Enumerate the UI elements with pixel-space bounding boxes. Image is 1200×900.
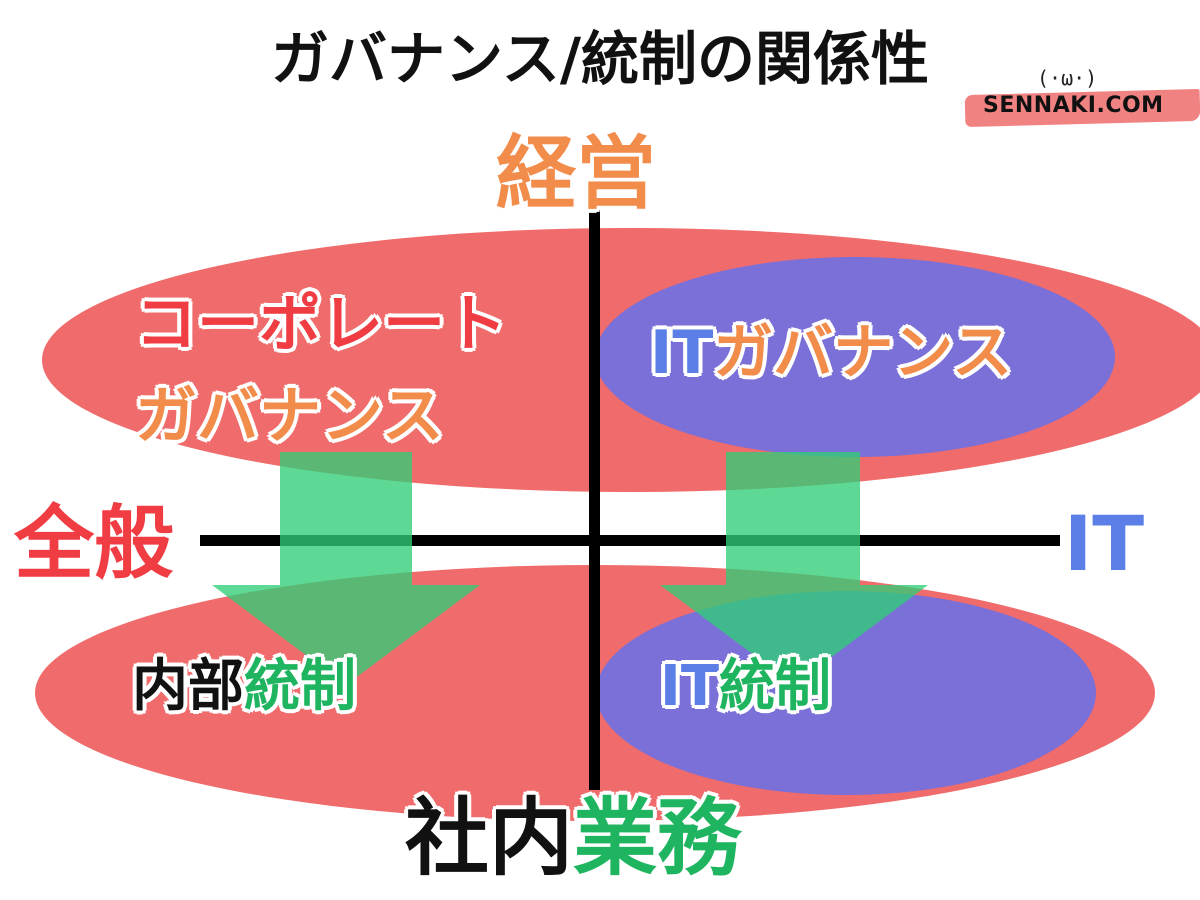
axis-label-bottom-part1: 社内 [405,789,574,887]
it-control-label: IT統制 [660,654,831,720]
down-arrow-left [212,452,480,685]
page-title: ガバナンス/統制の関係性 [270,25,930,93]
it-control-prefix: IT [660,654,720,719]
corporate-governance-line1: コーポレート [135,287,508,360]
vertical-axis [589,180,600,790]
down-arrow-right [660,452,928,685]
brand-site: SENNAKI.COM [983,93,1164,118]
it-control-ellipse [596,591,1096,795]
axis-label-left: 全般 [14,497,174,590]
internal-control-label: 内部統制 [132,654,356,720]
axis-label-right: IT [1064,499,1145,588]
horizontal-axis [200,535,1060,546]
it-control-rest: 統制 [719,654,832,719]
internal-control-rest: 統制 [244,654,356,719]
axis-label-bottom: 社内業務 [405,790,741,886]
it-governance-label: ITガバナンス [650,318,1012,388]
it-governance-ellipse [595,257,1115,457]
it-governance-prefix: IT [650,318,714,388]
brand-logo: (·ω·) SENNAKI.COM [964,66,1200,130]
brand-face: (·ω·) [1037,66,1098,90]
it-governance-rest: ガバナンス [713,318,1013,388]
internal-control-prefix: 内部 [132,654,244,719]
axis-label-bottom-part2: 業務 [573,789,742,887]
corporate-governance-line2: ガバナンス [135,379,444,452]
axis-label-top: 経営 [496,127,656,220]
